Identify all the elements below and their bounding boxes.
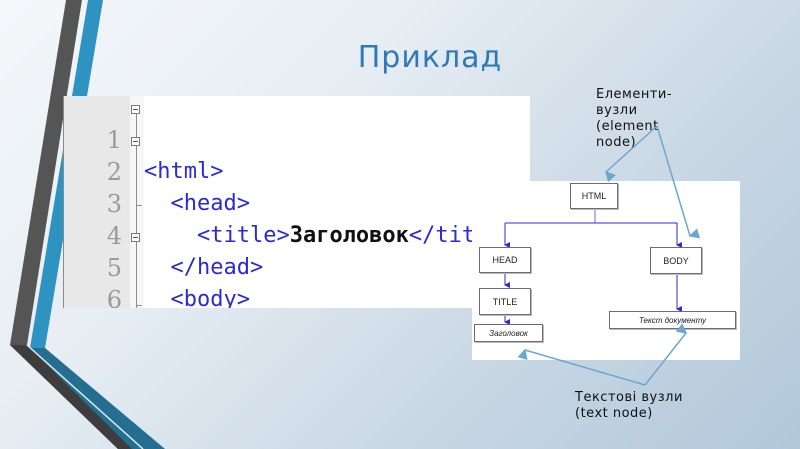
code-editor-screenshot: 1 <html> 2 <head> 3 <title>Заголовок</ti… xyxy=(63,96,530,308)
node-title: TITLE xyxy=(479,288,531,315)
dom-tree-diagram: HTML HEAD BODY TITLE Заголовок Текст док… xyxy=(472,181,740,360)
code-line: 3 <title>Заголовок</title> xyxy=(64,156,530,248)
node-title-text: Заголовок xyxy=(474,324,543,342)
code-line: 4 </head> xyxy=(64,188,530,280)
code-text: Заголовок xyxy=(289,223,409,248)
line-number: 1 xyxy=(106,126,122,154)
code-tag: <head> xyxy=(170,191,250,216)
fold-end-tick xyxy=(137,205,142,206)
node-html: HTML xyxy=(570,183,618,209)
fold-toggle-icon[interactable] xyxy=(131,233,140,242)
node-body: BODY xyxy=(650,247,702,274)
code-line: 5 <body> xyxy=(64,220,530,308)
node-head: HEAD xyxy=(479,247,531,273)
node-body-text: Текст документу xyxy=(609,311,736,329)
line-number: 4 xyxy=(106,222,122,250)
code-line: 1 <html> xyxy=(64,96,530,184)
fold-toggle-icon[interactable] xyxy=(131,137,140,146)
code-tag: <body> xyxy=(170,287,250,308)
fold-end-tick xyxy=(137,305,142,306)
code-line: 2 <head> xyxy=(64,124,530,216)
line-number: 2 xyxy=(106,158,122,186)
fold-guide-line xyxy=(136,110,137,308)
code-tag: </head> xyxy=(170,255,264,280)
line-number: 5 xyxy=(106,254,122,282)
code-tag: <title> xyxy=(196,223,290,248)
fold-toggle-icon[interactable] xyxy=(131,105,140,114)
fold-margin xyxy=(130,96,144,308)
line-number: 3 xyxy=(106,190,122,218)
slide-title: Приклад xyxy=(357,40,503,75)
element-nodes-callout: Елементи- вузли (element node) xyxy=(596,87,673,150)
text-nodes-callout: Текстові вузли (text node) xyxy=(575,390,683,421)
code-tag: <html> xyxy=(144,159,224,184)
code-line: 7 </body> xyxy=(64,284,530,308)
line-number-gutter xyxy=(64,96,130,308)
line-number: 6 xyxy=(106,286,122,308)
code-line: 6 Текст документу xyxy=(64,252,530,308)
